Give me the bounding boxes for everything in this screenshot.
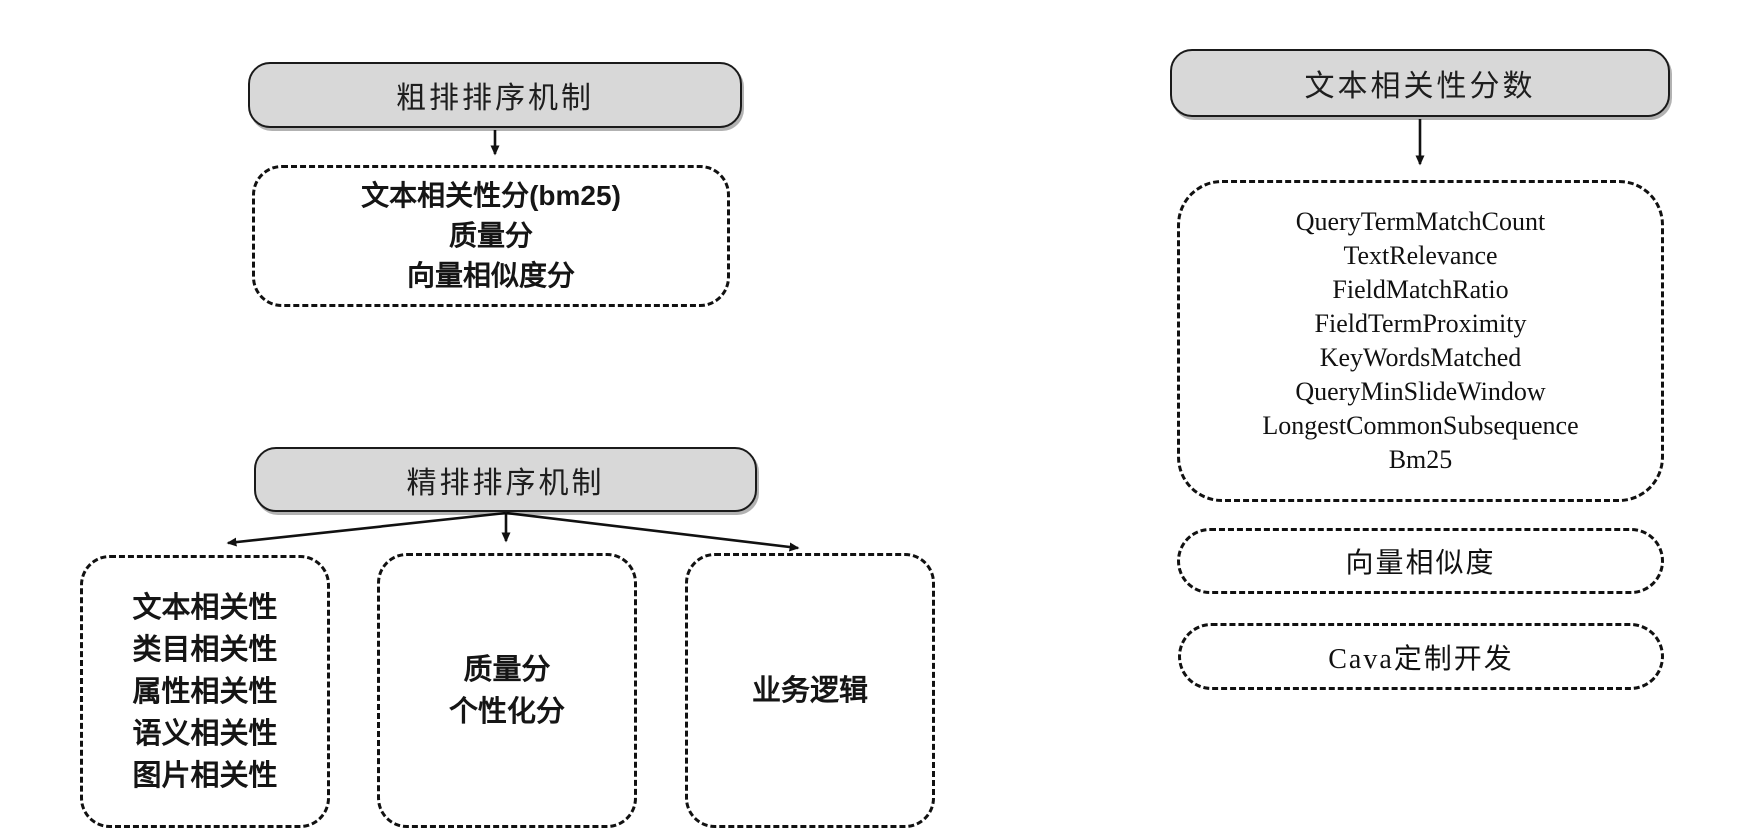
arrow-fine-to-relevance bbox=[226, 511, 507, 547]
relevance-item: 文本相关性 bbox=[132, 591, 278, 624]
feature-item: TextRelevance bbox=[1343, 241, 1498, 270]
fine-rank-title-box: 精排排序机制 bbox=[254, 447, 757, 512]
cava-custom-dev-label: Cava定制开发 bbox=[1328, 643, 1514, 675]
feature-item: Bm25 bbox=[1388, 445, 1453, 474]
feature-item: FieldTermProximity bbox=[1314, 309, 1527, 338]
business-item: 业务逻辑 bbox=[751, 674, 868, 707]
quality-item: 个性化分 bbox=[448, 695, 565, 728]
arrow-fine-to-business bbox=[505, 511, 800, 552]
coarse-score-item: 向量相似度分 bbox=[406, 260, 575, 291]
feature-item: FieldMatchRatio bbox=[1332, 275, 1509, 304]
text-relevance-title: 文本相关性分数 bbox=[1304, 70, 1536, 103]
fine-rank-title: 精排排序机制 bbox=[406, 466, 605, 500]
coarse-score-item: 质量分 bbox=[448, 220, 533, 251]
coarse-rank-scores-box: 文本相关性分(bm25) 质量分 向量相似度分 bbox=[252, 165, 730, 307]
text-relevance-features-box: QueryTermMatchCount TextRelevance FieldM… bbox=[1177, 180, 1664, 502]
coarse-rank-title: 粗排排序机制 bbox=[396, 82, 594, 115]
feature-item: QueryMinSlideWindow bbox=[1295, 377, 1546, 406]
vector-similarity-label: 向量相似度 bbox=[1345, 548, 1496, 579]
fine-rank-quality-box: 质量分 个性化分 bbox=[377, 553, 637, 828]
feature-item: KeyWordsMatched bbox=[1319, 343, 1522, 372]
fine-rank-relevance-box: 文本相关性 类目相关性 属性相关性 语义相关性 图片相关性 bbox=[80, 555, 330, 828]
text-relevance-title-box: 文本相关性分数 bbox=[1170, 49, 1670, 117]
cava-custom-dev-pill: Cava定制开发 bbox=[1178, 623, 1664, 690]
relevance-item: 类目相关性 bbox=[132, 633, 278, 666]
coarse-rank-title-box: 粗排排序机制 bbox=[248, 62, 742, 128]
relevance-item: 语义相关性 bbox=[132, 717, 278, 750]
vector-similarity-pill: 向量相似度 bbox=[1177, 528, 1664, 594]
coarse-score-item: 文本相关性分(bm25) bbox=[361, 180, 621, 211]
fine-rank-business-box: 业务逻辑 bbox=[685, 553, 935, 828]
relevance-item: 属性相关性 bbox=[132, 675, 278, 708]
relevance-item: 图片相关性 bbox=[132, 759, 278, 792]
feature-item: QueryTermMatchCount bbox=[1295, 207, 1546, 236]
quality-item: 质量分 bbox=[463, 653, 551, 686]
feature-item: LongestCommonSubsequence bbox=[1262, 411, 1579, 440]
